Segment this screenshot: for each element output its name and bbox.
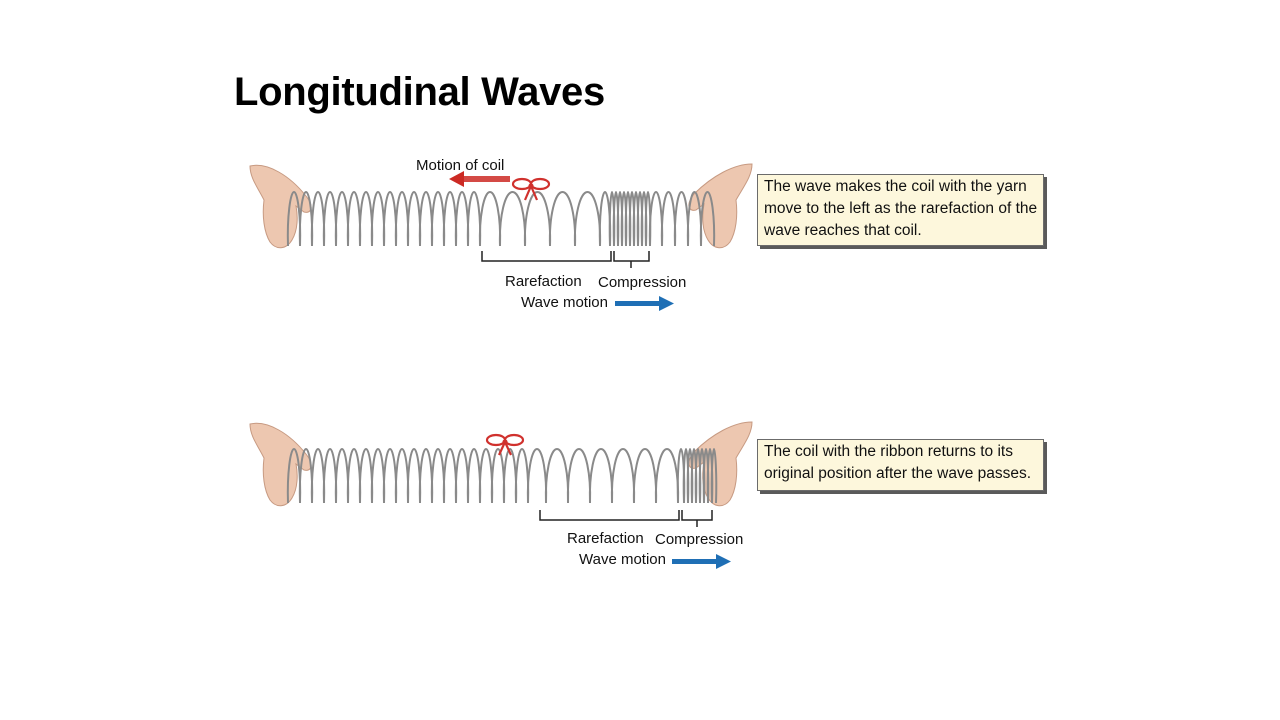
coil-loop [430,447,446,504]
caption-top-line-3: wave reaches that coil. [764,222,922,239]
coil-loop [523,190,552,247]
coil-loop [370,447,386,504]
coil-loop [673,190,690,247]
compression-bracket-top [613,251,650,268]
ribbon-top [511,177,551,201]
coil-loop [406,190,422,247]
coil-loop [454,447,470,504]
coil-loop [514,447,530,504]
coil-loop [654,447,680,504]
rarefaction-label-bottom: Rarefaction [567,530,644,547]
caption-bottom-line-1: The coil with the ribbon returns to its [764,443,1013,460]
caption-top-line-1: The wave makes the coil with the yarn [764,178,1027,195]
coil-loop [566,447,592,504]
caption-bottom-line-2: original position after the wave passes. [764,465,1032,482]
ribbon-bottom [485,433,525,456]
coil-loop [648,190,664,247]
coil-loop [466,190,482,247]
coil-loop [442,447,458,504]
right-hand-top [688,163,753,249]
coil-loop [334,190,350,247]
coil-loop [334,447,350,504]
coil-loop [478,190,502,247]
coil-loop [346,447,362,504]
caption-top-line-2: move to the left as the rarefaction of t… [764,200,1038,217]
compression-label-top: Compression [598,274,687,291]
coil-loop [382,190,398,247]
coil-loop [346,190,362,247]
wave-motion-arrow-top [615,296,674,311]
motion-of-coil-label: Motion of coil [416,157,505,174]
coil-loop [322,447,338,504]
coil-loop [502,447,518,504]
coil-loop [598,190,612,247]
coil-loop [394,190,410,247]
left-hand-bottom [249,422,312,507]
wave-motion-arrow-bottom [672,554,731,569]
coil-loop [466,447,482,504]
caption-box-top: The wave makes the coil with the yarn mo… [757,174,1044,246]
coil-loop [310,447,326,504]
motion-of-coil-arrow [449,171,510,187]
coil-loop [394,447,410,504]
compression-label-bottom: Compression [655,531,744,548]
compression-bracket-bottom [681,510,713,527]
coil-loop [418,447,434,504]
coil-loop [610,447,636,504]
coil-loop [660,190,677,247]
coil-loop [454,190,470,247]
coil-loop [478,447,494,504]
coil-bottom [286,447,718,504]
rarefaction-bracket-bottom [539,510,680,521]
coil-loop [406,447,422,504]
coil-loop [358,190,374,247]
panel-top [249,163,753,311]
coil-loop [526,447,548,504]
coil-loop [322,190,338,247]
left-hand-top [249,164,312,249]
coil-loop [430,190,446,247]
panel-bottom [249,421,753,569]
coil-loop [710,447,718,504]
slide-title: Longitudinal Waves [234,70,605,114]
coil-top [286,190,716,247]
coil-loop [498,190,527,247]
coil-loop [632,447,658,504]
coil-loop [548,190,577,247]
coil-loop [382,447,398,504]
coil-loop [418,190,434,247]
rarefaction-label-top: Rarefaction [505,273,582,290]
coil-loop [490,447,506,504]
caption-box-bottom: The coil with the ribbon returns to its … [757,439,1044,491]
coil-loop [588,447,614,504]
wave-motion-label-bottom: Wave motion [579,551,666,568]
coil-loop [573,190,602,247]
coil-loop [358,447,374,504]
coil-loop [310,190,326,247]
rarefaction-bracket-top [481,251,612,262]
coil-loop [544,447,570,504]
coil-loop [442,190,458,247]
coil-loop [370,190,386,247]
right-hand-bottom [688,421,753,507]
coil-loop [699,190,716,247]
wave-motion-label-top: Wave motion [521,294,608,311]
